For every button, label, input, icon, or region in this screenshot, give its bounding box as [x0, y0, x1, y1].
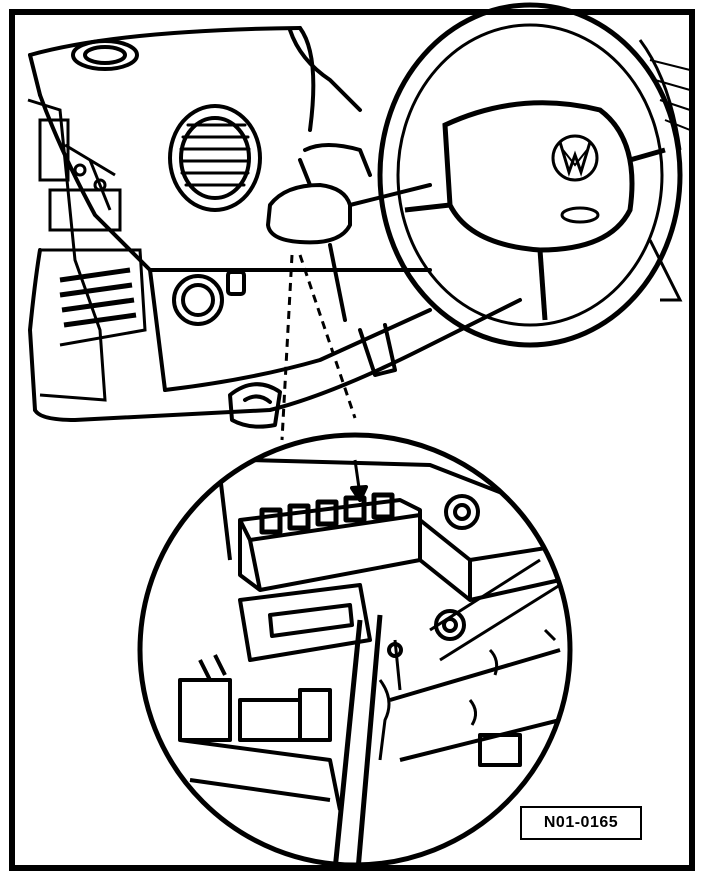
vw-logo-icon — [551, 134, 599, 182]
light-switch — [172, 274, 224, 326]
dashboard — [28, 26, 522, 429]
leader-line — [280, 254, 357, 441]
reference-code-label: N01-0165 — [520, 806, 642, 840]
steering-wheel — [377, 2, 691, 348]
side-panel — [27, 98, 147, 402]
air-vent — [168, 104, 262, 212]
detail-view — [137, 432, 573, 868]
